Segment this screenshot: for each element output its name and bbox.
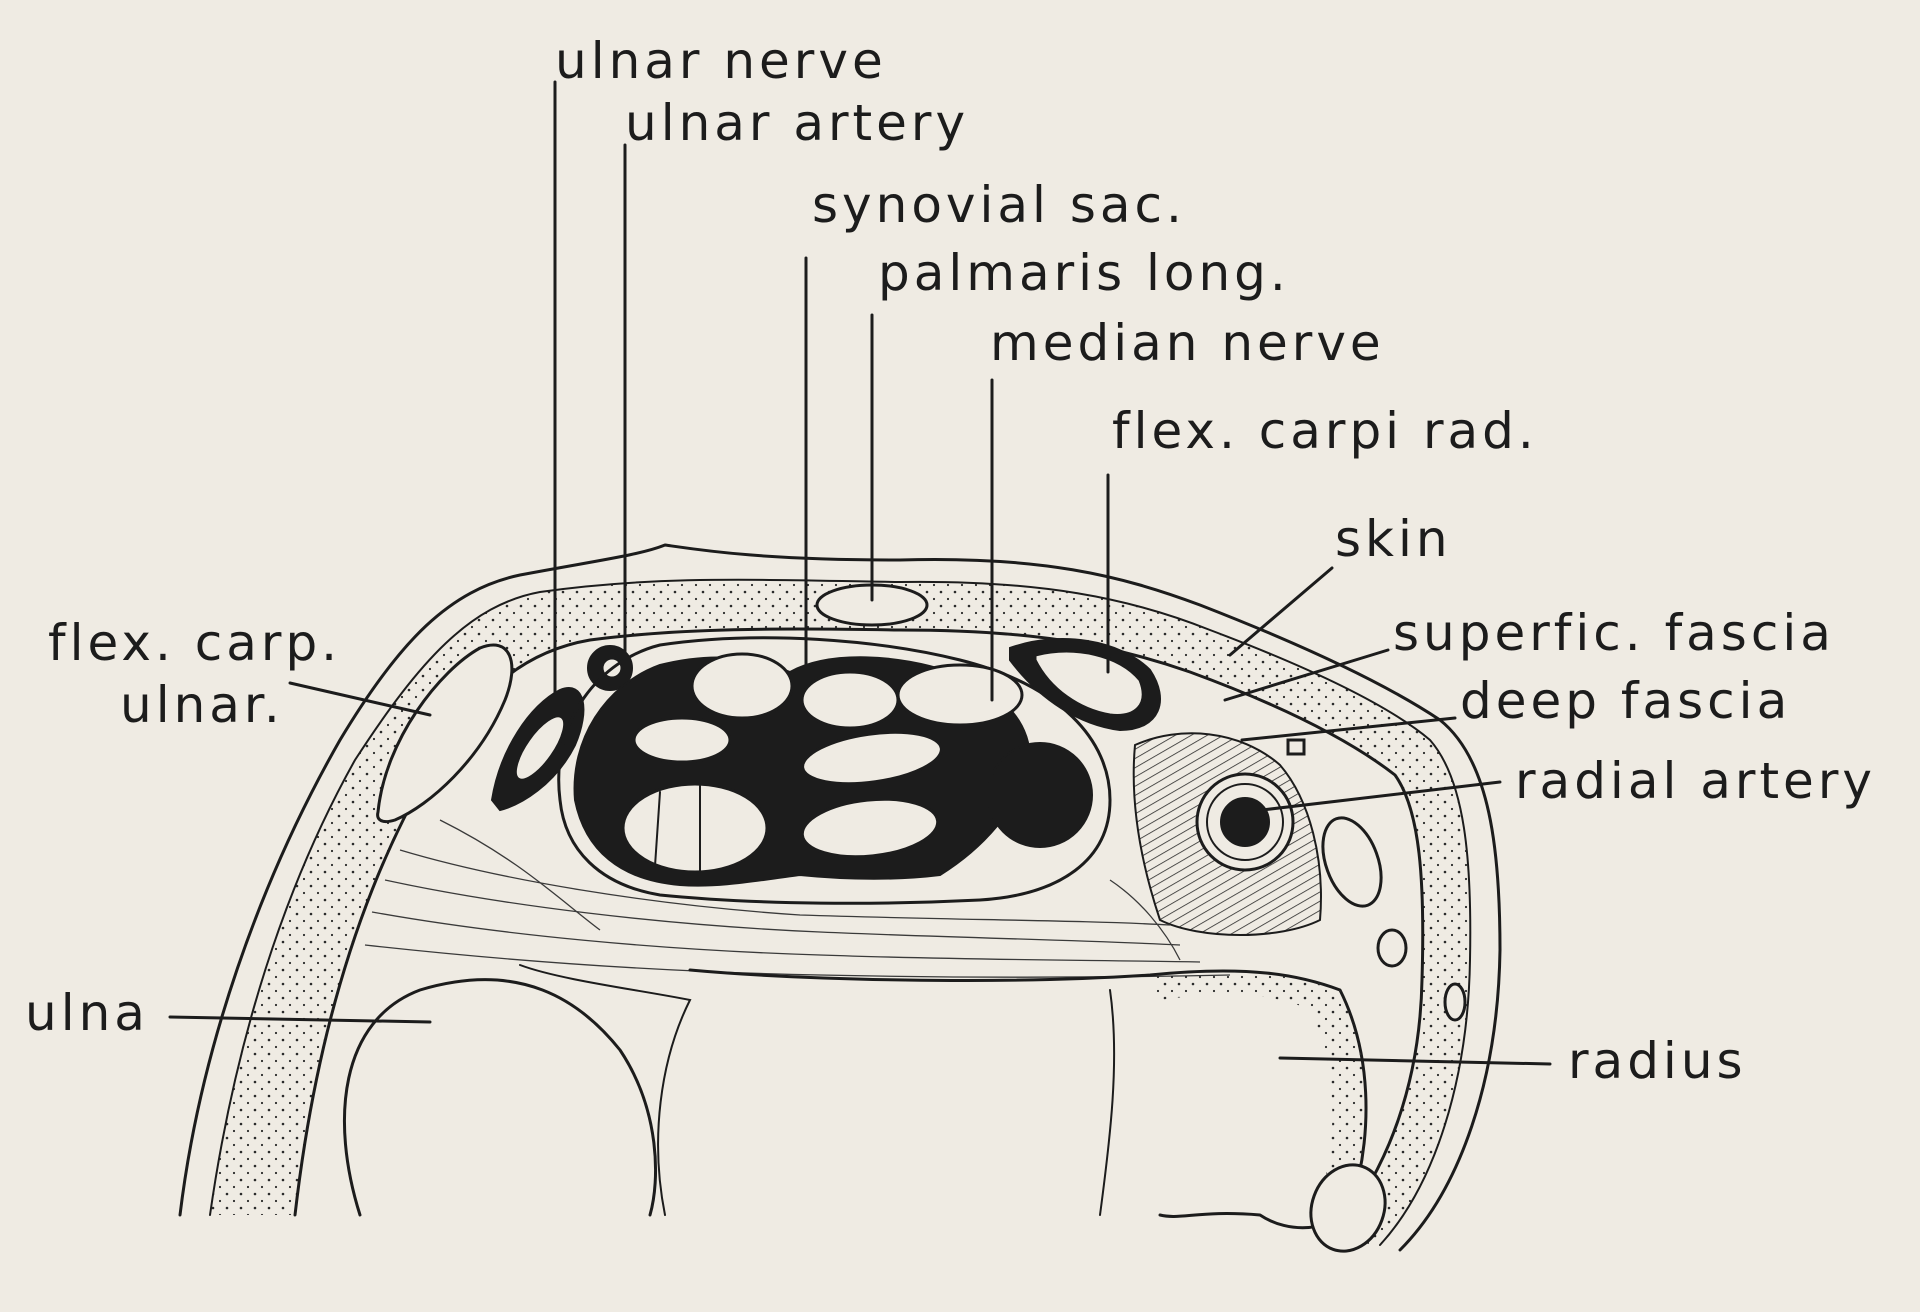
label-radius: radius xyxy=(1568,1032,1747,1090)
radial-artery xyxy=(1195,772,1295,872)
label-skin: skin xyxy=(1335,510,1452,568)
flexor-carpi-ulnaris-tendon xyxy=(376,643,514,824)
leader-ulna xyxy=(168,1015,432,1024)
label-radial-artery: radial artery xyxy=(1515,752,1876,810)
leader-flex-carp-ulnar xyxy=(288,681,432,717)
label-flex-carpi-rad: flex. carpi rad. xyxy=(1112,402,1538,460)
label-synovial-sac: synovial sac. xyxy=(812,176,1186,234)
leader-superfic-fascia xyxy=(1223,648,1390,702)
leader-skin xyxy=(1228,566,1334,657)
label-deep-fascia: deep fascia xyxy=(1460,672,1791,730)
ulnar-nerve xyxy=(490,687,585,812)
flexor-carpi-radialis-tendon xyxy=(1009,638,1161,732)
label-ulnar-artery: ulnar artery xyxy=(625,94,969,152)
label-ulnar-nerve: ulnar nerve xyxy=(555,32,887,90)
label-flex-carp-ulnar-line1: flex. carp. xyxy=(48,614,341,672)
superficial-fascia-band xyxy=(209,578,1472,1246)
leader-radius xyxy=(1278,1056,1552,1066)
label-median-nerve: median nerve xyxy=(990,314,1385,372)
label-superfic-fascia: superfic. fascia xyxy=(1393,604,1835,662)
flexor-tendons xyxy=(621,652,943,874)
fibrous-layer xyxy=(364,819,1231,978)
label-ulna: ulna xyxy=(25,984,149,1042)
ulna-bone xyxy=(343,964,692,1217)
small-vessels xyxy=(1286,738,1467,1022)
label-flex-carp-ulnar-line2: ulnar. xyxy=(120,676,284,734)
leader-deep-fascia xyxy=(1240,716,1457,742)
label-palmaris-long: palmaris long. xyxy=(878,244,1290,302)
leader-radial-artery xyxy=(1260,780,1502,812)
skin-outline xyxy=(178,543,1502,1252)
radius-bone xyxy=(688,968,1387,1253)
